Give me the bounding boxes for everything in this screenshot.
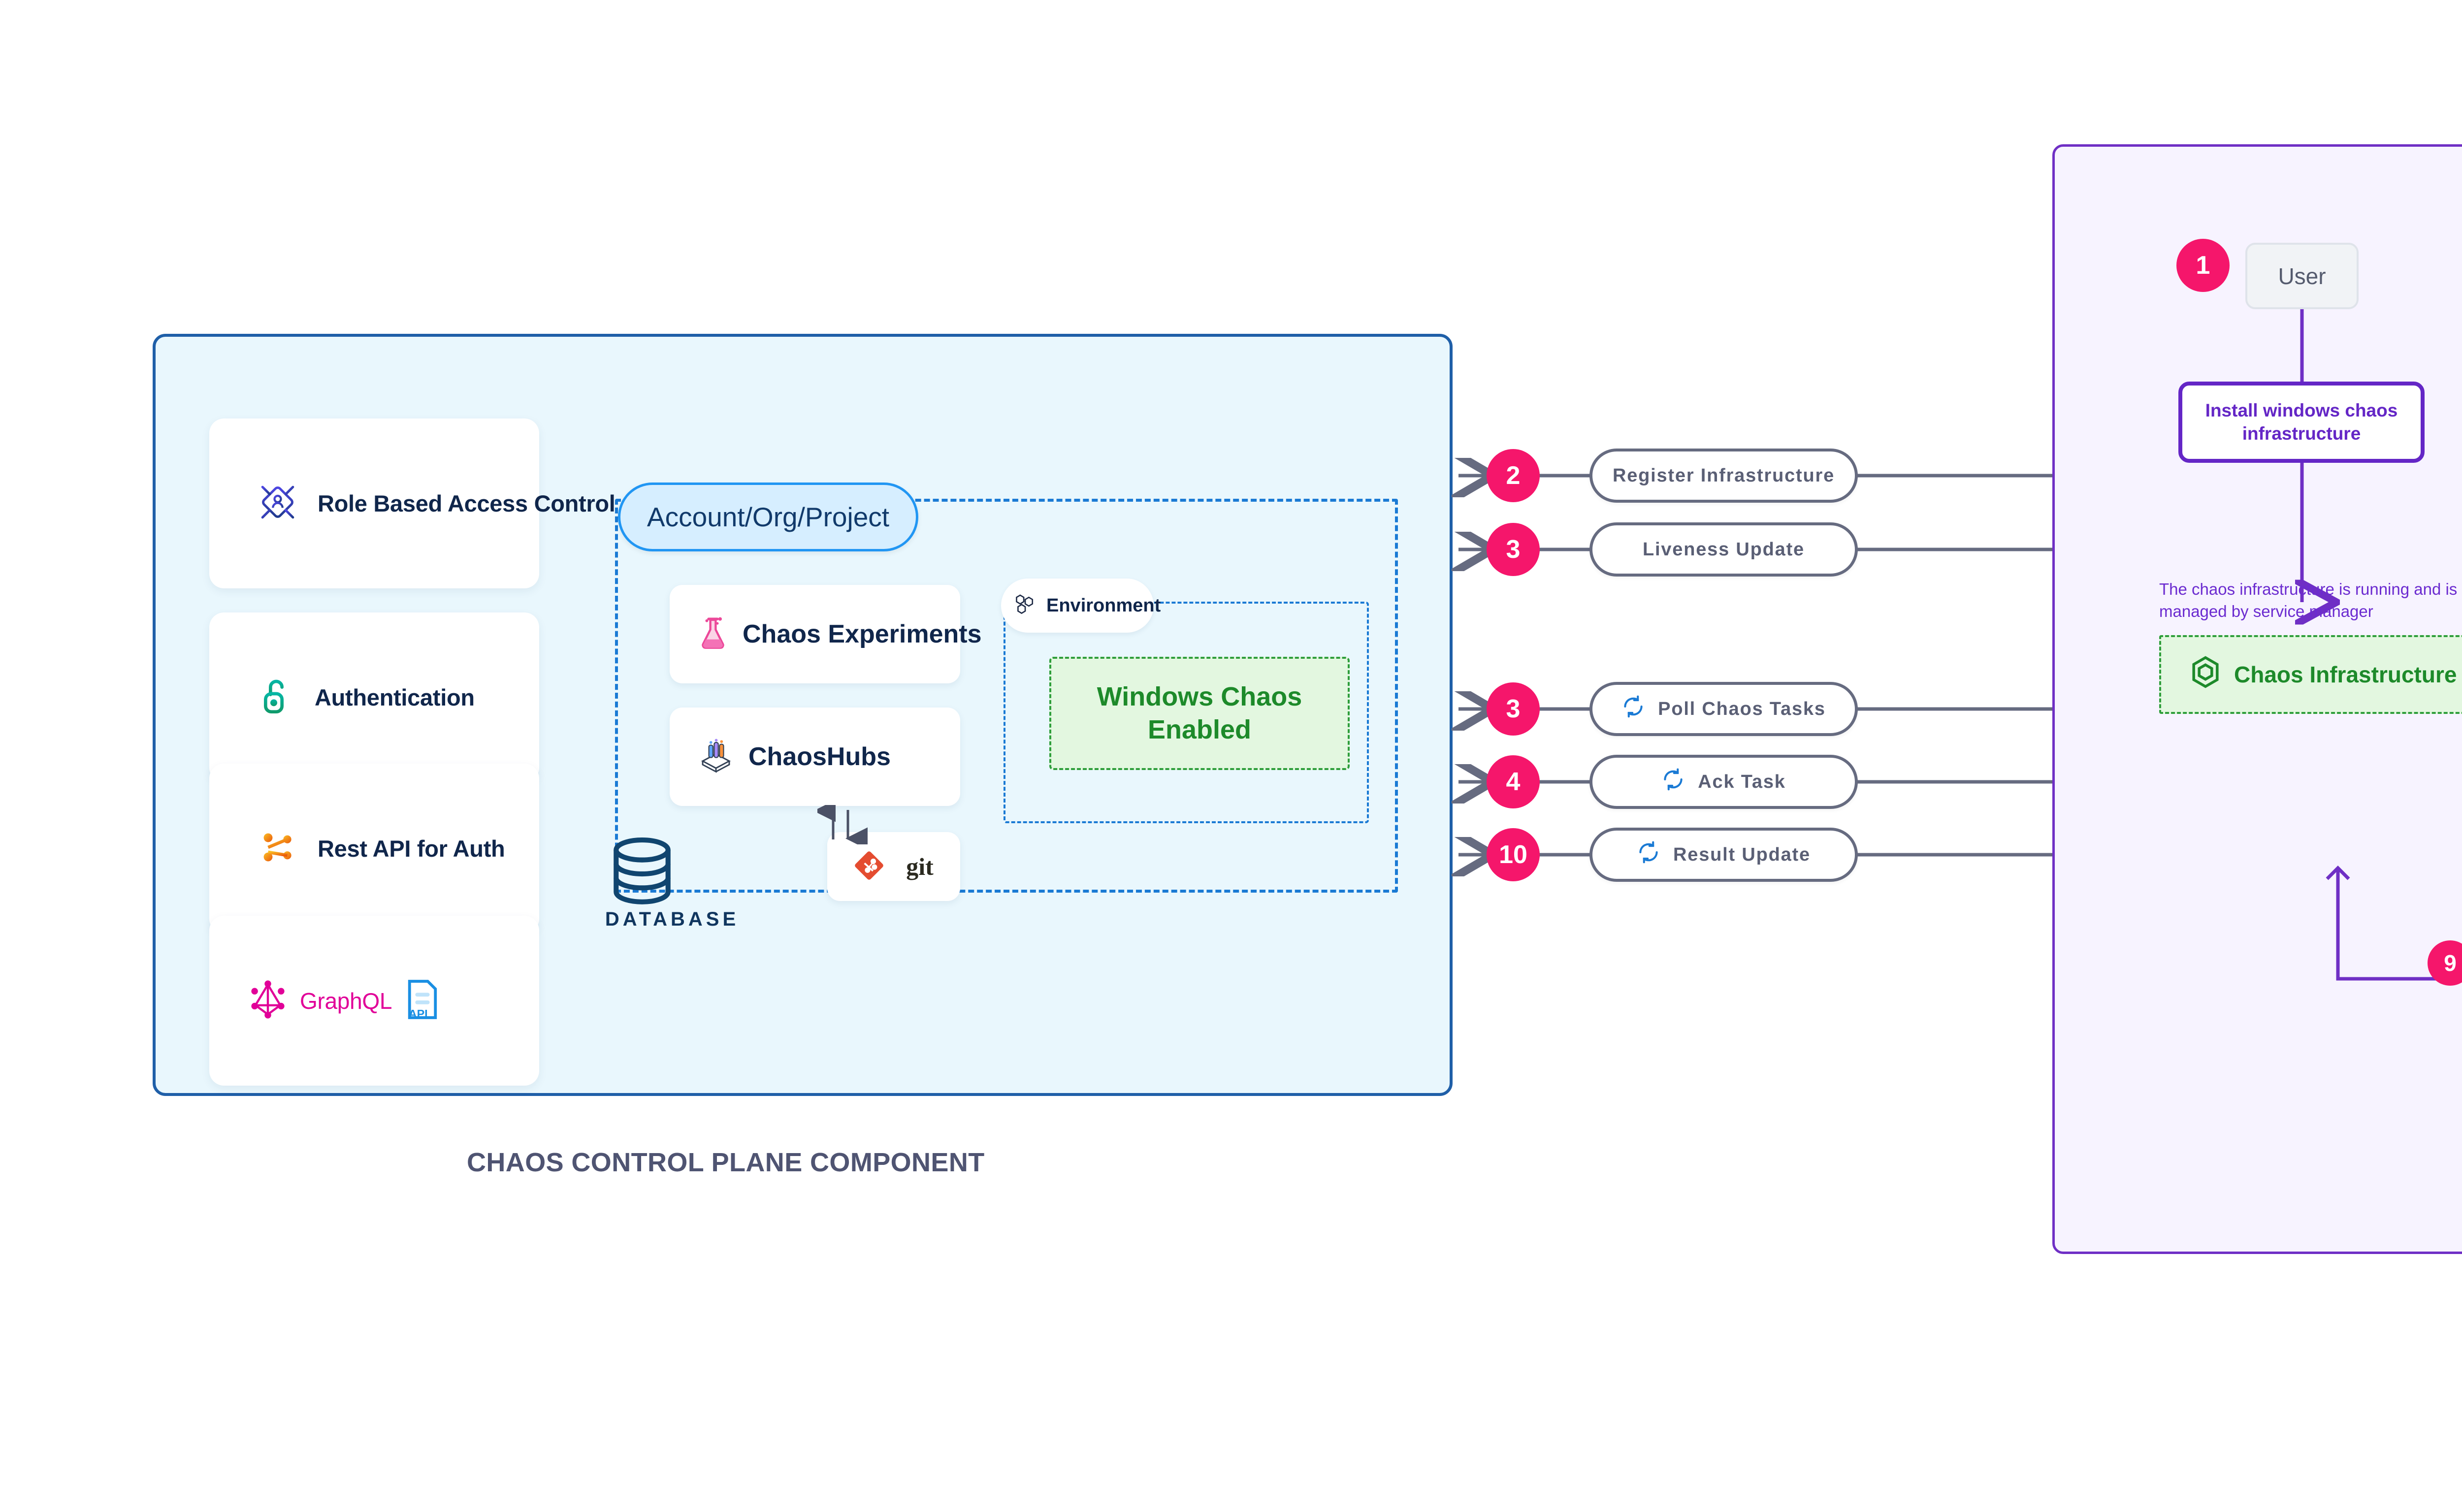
connector-pill-label: Liveness Update (1643, 539, 1805, 560)
flask-icon (698, 615, 728, 653)
user-box: User (2245, 243, 2359, 309)
git-label: git (906, 853, 934, 880)
account-org-project-chip[interactable]: Account/Org/Project (618, 483, 918, 551)
git-icon (854, 850, 884, 883)
connector-badge: 10 (1487, 828, 1540, 881)
connector-pill-liveness-update[interactable]: Liveness Update (1589, 522, 1858, 577)
environment-region (1004, 602, 1369, 823)
connector-pill-register-infrastructure[interactable]: Register Infrastructure (1589, 449, 1858, 503)
feature-card-graphql[interactable]: GraphQL API (209, 916, 539, 1086)
database-label: DATABASE (605, 908, 740, 930)
inner-card-label: ChaosHubs (748, 742, 891, 771)
windows-chaos-enabled-box: Windows Chaos Enabled (1049, 657, 1350, 770)
connector-pill-label: Register Infrastructure (1612, 465, 1835, 486)
feature-card-label: Role Based Access Control (318, 490, 616, 516)
connector-pill-label: Result Update (1673, 844, 1811, 865)
feature-card-label: Rest API for Auth (318, 836, 505, 862)
api-branch-icon (259, 828, 297, 869)
badge-9: 9 (2428, 940, 2462, 986)
api-doc-icon: API (405, 978, 439, 1023)
feature-card-authentication[interactable]: Authentication (209, 612, 539, 782)
chaos-infrastructure-box: Chaos Infrastructure (2159, 635, 2462, 714)
connector-badge: 3 (1487, 523, 1540, 576)
rbac-icon (259, 483, 297, 524)
environment-label: Environment (1046, 595, 1161, 616)
svg-text:API: API (409, 1007, 428, 1020)
test-tube-rack-icon (698, 738, 734, 776)
refresh-cycle-icon (1621, 695, 1645, 723)
note-chaos-infra-running: The chaos infrastructure is running and … (2159, 580, 2462, 620)
account-org-project-region (615, 499, 1398, 893)
connector-pill-ack-task[interactable]: Ack Task (1589, 755, 1858, 809)
hexagon-cluster-icon (1016, 592, 1037, 619)
refresh-cycle-icon (1637, 840, 1660, 869)
connector-badge: 4 (1487, 755, 1540, 808)
graphql-label: GraphQL (300, 988, 392, 1014)
refresh-cycle-icon (1661, 768, 1685, 796)
database-cylinder-icon (612, 837, 672, 913)
inner-card-chaos-experiments[interactable]: Chaos Experiments (670, 585, 982, 683)
graphql-icon (249, 979, 287, 1023)
inner-card-chaoshubs[interactable]: ChaosHubs (670, 708, 960, 806)
inner-card-git[interactable]: git (827, 832, 960, 901)
feature-card-rest-api[interactable]: Rest API for Auth (209, 764, 539, 933)
connector-badge: 2 (1487, 449, 1540, 502)
lock-icon (259, 676, 294, 718)
hexagon-outline-icon (2191, 655, 2220, 694)
connector-pill-label: Ack Task (1698, 771, 1786, 792)
install-windows-chaos-infrastructure-box: Install windows chaos infrastructure (2178, 382, 2425, 463)
control-plane-caption: CHAOS CONTROL PLANE COMPONENT (467, 1148, 985, 1177)
connector-pill-label: Poll Chaos Tasks (1658, 698, 1826, 719)
feature-card-rbac[interactable]: Role Based Access Control (209, 418, 616, 588)
connector-pill-result-update[interactable]: Result Update (1589, 828, 1858, 882)
connector-pill-poll-chaos-tasks[interactable]: Poll Chaos Tasks (1589, 682, 1858, 736)
feature-card-label: Authentication (315, 684, 475, 710)
environment-chip[interactable]: Environment (1001, 579, 1161, 633)
inner-card-label: Chaos Experiments (743, 620, 982, 648)
chaos-infrastructure-label: Chaos Infrastructure (2234, 662, 2457, 687)
badge-1: 1 (2176, 239, 2230, 292)
connector-badge: 3 (1487, 682, 1540, 736)
